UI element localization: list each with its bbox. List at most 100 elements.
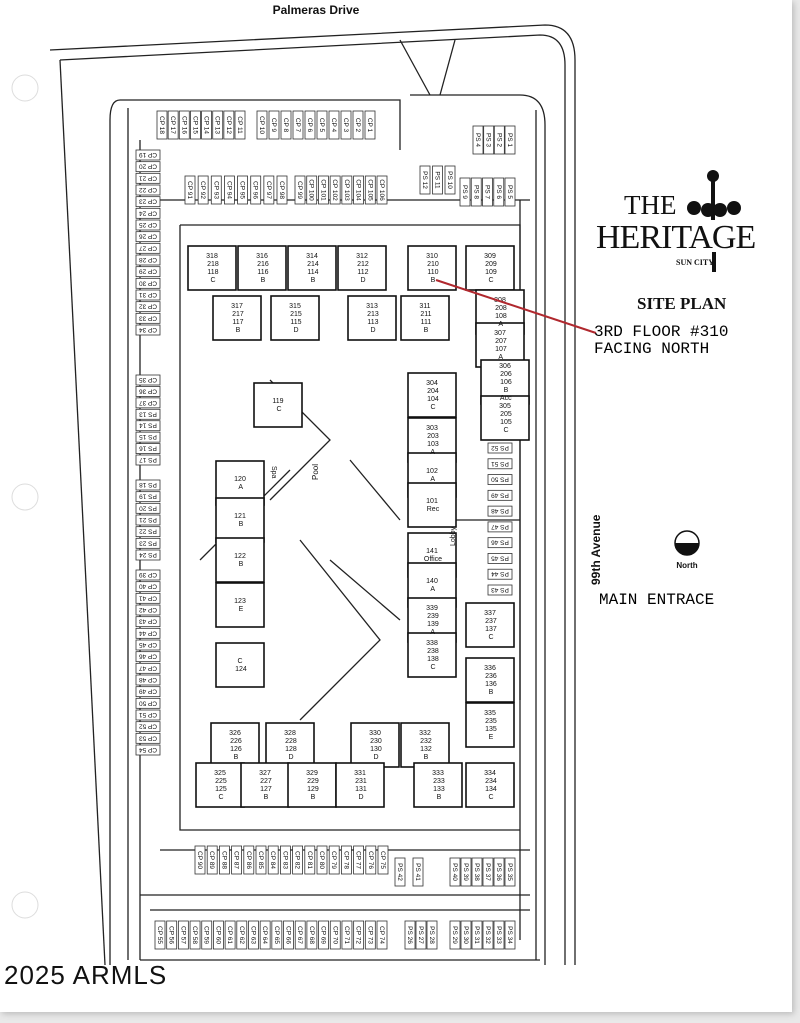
parking-label: CP 34 xyxy=(139,326,157,333)
parking-label: PS 27 xyxy=(417,926,424,944)
building-unit-block xyxy=(350,722,400,768)
unit-note-line2: FACING NORTH xyxy=(594,340,710,358)
parking-space xyxy=(248,920,259,950)
parking-space xyxy=(212,110,224,140)
building-unit-block xyxy=(265,722,315,768)
parking-space xyxy=(340,845,352,875)
parking-label: PS 40 xyxy=(451,863,458,881)
parking-space xyxy=(223,110,235,140)
parking-space xyxy=(135,207,161,219)
parking-label: PS 19 xyxy=(139,493,157,500)
parking-label: CP 60 xyxy=(214,926,221,944)
logo-the: THE xyxy=(624,190,677,220)
parking-label: PS 11 xyxy=(434,171,441,189)
parking-label: PS 38 xyxy=(473,863,480,881)
parking-label: PS 13 xyxy=(139,410,157,417)
parking-space xyxy=(135,674,161,686)
parking-space xyxy=(487,537,513,549)
parking-space xyxy=(341,175,353,205)
parking-label: CP 65 xyxy=(273,926,280,944)
lobby-label: Lobby xyxy=(450,526,457,546)
unit-label: 120 A xyxy=(234,476,246,491)
parking-space xyxy=(482,920,494,950)
parking-space xyxy=(135,397,161,409)
parking-space xyxy=(178,110,190,140)
parking-label: CP 64 xyxy=(261,926,268,944)
unit-label: 304 204 104 C xyxy=(425,380,439,411)
parking-label: PS 32 xyxy=(484,926,491,944)
parking-space xyxy=(177,920,189,950)
parking-label: PS 31 xyxy=(473,926,480,944)
parking-space xyxy=(135,686,161,698)
main-entrance-label: MAIN ENTRACE xyxy=(599,591,715,609)
building-unit-block xyxy=(465,602,515,648)
building-unit-block xyxy=(407,632,457,678)
parking-label: PS 41 xyxy=(414,863,421,881)
parking-label: CP 63 xyxy=(249,926,256,944)
parking-space xyxy=(135,172,161,184)
parking-label: CP 4 xyxy=(330,118,337,133)
parking-space xyxy=(135,324,161,336)
parking-label: CP 35 xyxy=(139,376,157,383)
parking-space xyxy=(353,845,365,875)
parking-label: PS 18 xyxy=(139,481,157,488)
parking-space xyxy=(237,175,248,205)
parking-label: CP 19 xyxy=(139,151,157,158)
parking-space xyxy=(135,149,161,161)
parking-space xyxy=(471,920,483,950)
building-unit-block xyxy=(407,482,457,528)
parking-space xyxy=(263,175,275,205)
punch-hole xyxy=(11,483,39,511)
building-unit-block xyxy=(465,657,515,703)
parking-label: CP 13 xyxy=(214,116,221,134)
parking-space xyxy=(224,175,235,205)
parking-space xyxy=(292,845,304,875)
parking-space xyxy=(459,177,471,207)
parking-label: CP 7 xyxy=(294,118,301,133)
parking-label: CP 78 xyxy=(342,851,349,869)
parking-label: PS 52 xyxy=(491,444,509,451)
parking-space xyxy=(234,110,246,140)
unit-label: C 124 xyxy=(233,658,247,673)
parking-space xyxy=(135,408,161,420)
parking-space xyxy=(135,254,161,266)
parking-space xyxy=(280,110,292,140)
parking-space xyxy=(294,920,306,950)
parking-label: CP 71 xyxy=(343,926,350,944)
unit-pointer-line xyxy=(435,279,597,334)
parking-space xyxy=(135,549,161,561)
parking-space xyxy=(250,175,262,205)
parking-space xyxy=(135,312,161,324)
parking-space xyxy=(135,386,161,397)
parking-space xyxy=(135,184,161,196)
parking-label: CP 102 xyxy=(331,179,338,201)
unit-label: 329 229 129 B xyxy=(305,770,319,801)
parking-label: CP 18 xyxy=(158,116,165,134)
unit-label: 312 212 112 D xyxy=(355,253,369,284)
parking-space xyxy=(472,125,484,155)
parking-label: PS 15 xyxy=(139,433,157,440)
parking-space xyxy=(426,920,438,950)
parking-label: CP 48 xyxy=(139,676,157,683)
parking-label: CP 50 xyxy=(139,699,157,706)
north-arrow-icon xyxy=(674,530,700,556)
parking-space xyxy=(353,920,365,950)
parking-space xyxy=(135,431,161,443)
parking-label: PS 46 xyxy=(491,539,509,546)
parking-space xyxy=(197,175,209,205)
building-unit-block xyxy=(335,762,385,808)
parking-space xyxy=(404,920,416,950)
parking-label: CP 12 xyxy=(225,116,232,134)
parking-space xyxy=(279,845,291,875)
unit-label: 306 206 106 B Acc xyxy=(498,363,512,402)
unit-label: 336 236 136 B xyxy=(483,665,497,696)
parking-label: CP 49 xyxy=(139,688,157,695)
parking-label: CP 22 xyxy=(139,186,157,193)
unit-label: 123 E xyxy=(234,598,246,613)
parking-space xyxy=(306,920,318,950)
building-unit-block xyxy=(195,762,245,808)
parking-label: CP 94 xyxy=(225,181,232,199)
parking-space xyxy=(190,110,201,140)
parking-label: CP 33 xyxy=(139,314,157,321)
parking-label: CP 81 xyxy=(306,851,313,869)
